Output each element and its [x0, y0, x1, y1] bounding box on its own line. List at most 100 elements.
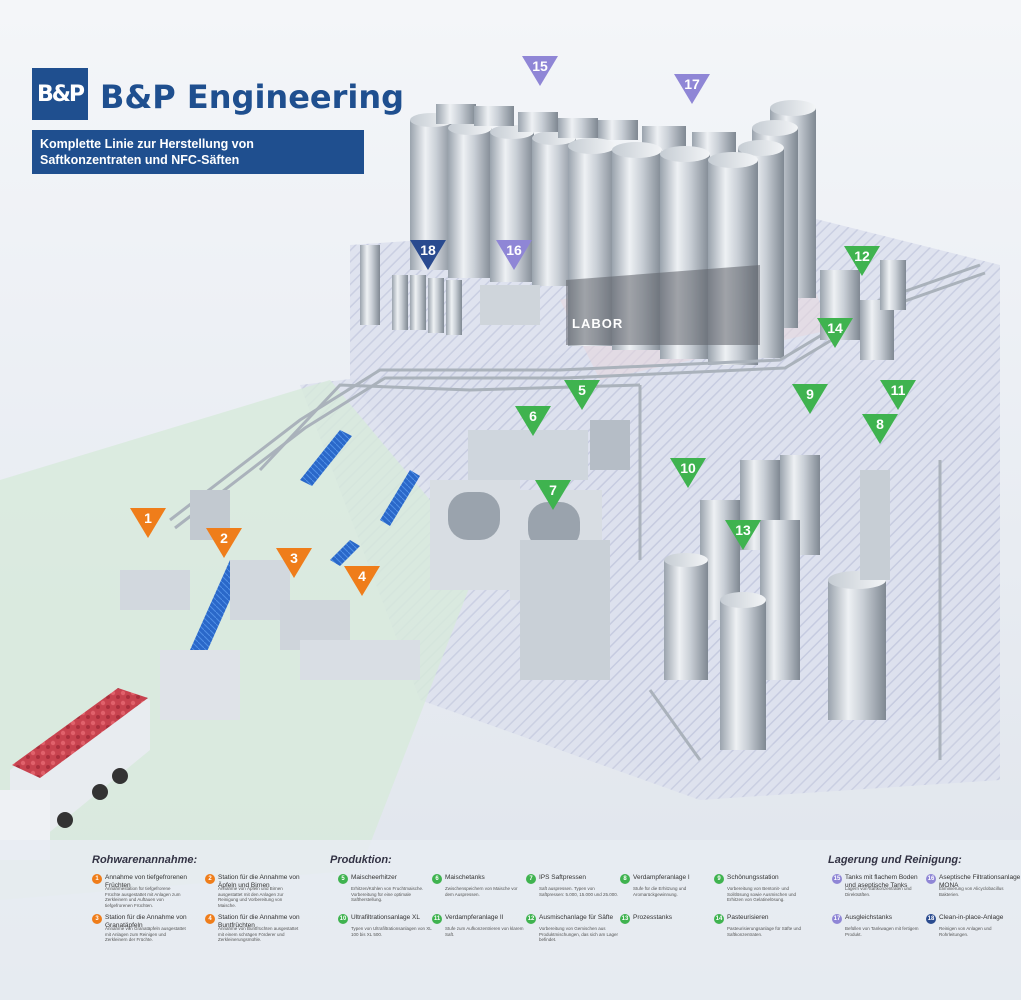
- legend-number-badge: 1: [92, 874, 102, 884]
- marker-number: 5: [578, 382, 586, 398]
- tagline: Komplette Linie zur Herstellung von Saft…: [32, 130, 364, 174]
- marker-triangle-icon: [880, 380, 916, 410]
- legend-item-description: Pasteurisierungsanlage für Säfte und Saf…: [727, 926, 802, 937]
- legend-number-badge: 16: [926, 874, 936, 884]
- marker-triangle-icon: [535, 480, 571, 510]
- legend-item-description: Annahme von Granatäpfeln ausgestattet mi…: [105, 926, 186, 943]
- marker-triangle-icon: [674, 74, 710, 104]
- legend-item-description: Lagern von Saftkonzentraten und Direktsä…: [845, 886, 912, 897]
- legend-item-description: Reinigen von Anlagen und Rohrleitungen.: [939, 926, 992, 937]
- legend-number-badge: 3: [92, 914, 102, 924]
- storage-tanks: [410, 100, 816, 365]
- marker-number: 9: [806, 386, 814, 402]
- legend-item-title: Tanks mit flachem Boden und aseptische T…: [845, 874, 918, 889]
- legend-number-badge: 15: [832, 874, 842, 884]
- legend-item-title: Ausgleichstanks: [845, 914, 892, 921]
- company-logo: B&P: [32, 68, 88, 120]
- legend-item-title: Maischetanks: [445, 874, 485, 881]
- marker-number: 8: [876, 416, 884, 432]
- legend-item-description: Annahmestation für tiefgefrorene Früchte…: [105, 886, 181, 908]
- marker-number: 17: [684, 76, 700, 92]
- legend-number-badge: 5: [338, 874, 348, 884]
- process-tanks: [664, 260, 906, 750]
- legend-number-badge: 13: [620, 914, 630, 924]
- legend-number-badge: 2: [205, 874, 215, 884]
- marker-number: 2: [220, 530, 228, 546]
- marker-triangle-icon: [564, 380, 600, 410]
- legend-number-badge: 11: [432, 914, 442, 924]
- marker-number: 6: [529, 408, 537, 424]
- legend-item-title: Schönungsstation: [727, 874, 779, 881]
- legend-number-badge: 18: [926, 914, 936, 924]
- marker-triangle-icon: [515, 406, 551, 436]
- legend-item-description: Stufe für die Erhitzung und Aromarückgew…: [633, 886, 687, 897]
- legend-item-title: Aseptische Filtrationsanlage MONA: [939, 874, 1021, 889]
- legend-item-title: Verdampferanlage II: [445, 914, 504, 921]
- marker-number: 11: [890, 382, 906, 398]
- legend-item-title: Verdampferanlage I: [633, 874, 690, 881]
- marker-number: 3: [290, 550, 298, 566]
- marker-triangle-icon: [276, 548, 312, 578]
- company-name: B&P Engineering: [100, 78, 405, 116]
- marker-number: 15: [532, 58, 548, 74]
- marker-triangle-icon: [130, 508, 166, 538]
- marker-number: 1: [144, 510, 152, 526]
- marker-number: 4: [358, 568, 366, 584]
- delivery-truck: [0, 688, 150, 860]
- legend-number-badge: 6: [432, 874, 442, 884]
- legend-item-description: Typen von Ultrafiltrationsanlagen von XL…: [351, 926, 432, 937]
- legend-item-description: Zwischenspeichern von Maische vor dem Au…: [445, 886, 518, 897]
- marker-triangle-icon: [817, 318, 853, 348]
- legend-item-title: Pasteurisieren: [727, 914, 769, 921]
- legend-section-receiving: Rohwarenannahme:: [92, 854, 198, 866]
- marker-triangle-icon: [670, 458, 706, 488]
- marker-number: 7: [549, 482, 557, 498]
- lab-label: LABOR: [572, 316, 624, 331]
- legend-item-title: Clean-in-place-Anlage: [939, 914, 1004, 921]
- marker-triangle-icon: [792, 384, 828, 414]
- marker-triangle-icon: [344, 566, 380, 596]
- legend-item-title: Station für die Annahme von Äpfeln und B…: [218, 874, 300, 889]
- legend-item-description: Eliminierung von Alicyclobacillus Bakter…: [939, 886, 1004, 897]
- marker-triangle-icon: [844, 246, 880, 276]
- legend-number-badge: 9: [714, 874, 724, 884]
- legend-item-title: Station für die Annahme von Granatäpfeln: [105, 914, 187, 929]
- marker-number: 10: [680, 460, 696, 476]
- legend-item-description: Vorbereitung von Bentonit- und Solitlösu…: [727, 886, 797, 903]
- legend-item-title: Maischeerhitzer: [351, 874, 397, 881]
- legend-number-badge: 14: [714, 914, 724, 924]
- marker-triangle-icon: [496, 240, 532, 270]
- marker-triangle-icon: [522, 56, 558, 86]
- legend-number-badge: 7: [526, 874, 536, 884]
- cip-plant: [360, 245, 540, 335]
- legend-item-description: Stufe zum Aufkonzentrieren von klarem Sa…: [445, 926, 524, 937]
- marker-number: 14: [827, 320, 843, 336]
- legend-item-description: Vorbereitung von Gemischen aus Produktmi…: [539, 926, 619, 943]
- marker-number: 13: [735, 522, 751, 538]
- marker-number: 16: [506, 242, 522, 258]
- marker-number: 12: [854, 248, 870, 264]
- legend-item-description: Erhitzen/Kühlen von Fruchtmaische. Vorbe…: [351, 886, 424, 903]
- legend-section-production: Produktion:: [330, 854, 392, 866]
- marker-triangle-icon: [206, 528, 242, 558]
- marker-number: 18: [420, 242, 436, 258]
- marker-triangle-icon: [410, 240, 446, 270]
- legend-panel: Rohwarenannahme: Produktion: Lagerung un…: [0, 840, 1021, 1000]
- legend-item-description: Annahme von Äpfeln und Birnen ausgestatt…: [218, 886, 284, 908]
- legend-item-description: Befüllen von Tankwagen mit fertigem Prod…: [845, 926, 919, 937]
- legend-number-badge: 12: [526, 914, 536, 924]
- legend-section-storage: Lagerung und Reinigung:: [828, 854, 962, 866]
- legend-number-badge: 17: [832, 914, 842, 924]
- legend-item-title: Station für die Annahme von Buntfrüchten: [218, 914, 300, 929]
- juice-presses: [430, 420, 630, 680]
- marker-triangle-icon: [725, 520, 761, 550]
- legend-item-title: IPS Saftpressen: [539, 874, 586, 881]
- legend-item-title: Ultrafiltrationsanlage XL: [351, 914, 421, 921]
- legend-number-badge: 10: [338, 914, 348, 924]
- marker-triangle-icon: [862, 414, 898, 444]
- legend-item-description: Annahme von Buntfrüchten ausgestattet mi…: [218, 926, 299, 943]
- legend-number-badge: 4: [205, 914, 215, 924]
- legend-item-title: Annahme von tiefgefrorenen Früchten: [105, 874, 188, 889]
- legend-number-badge: 8: [620, 874, 630, 884]
